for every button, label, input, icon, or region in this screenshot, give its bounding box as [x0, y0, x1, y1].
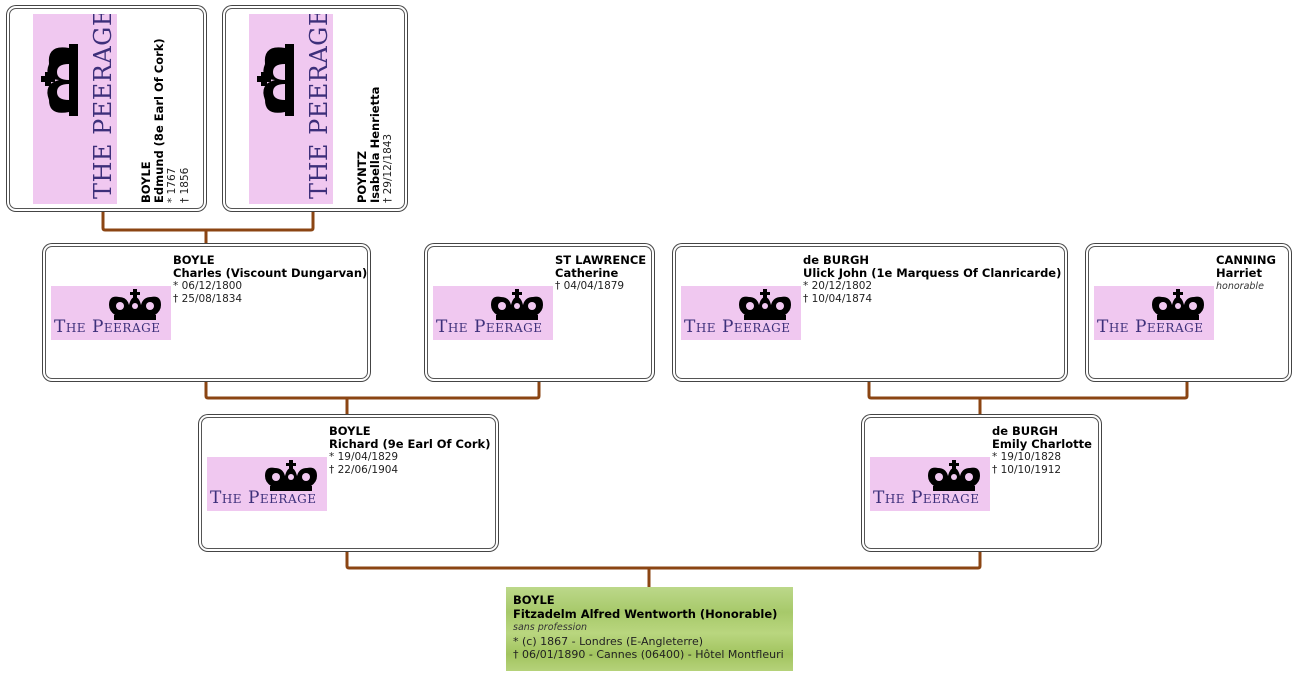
- birth-date: * 20/12/1802: [803, 280, 873, 292]
- person-card-catherine-st-lawrence[interactable]: The Peerage ST LAWRENCE Catherine † 04/0…: [427, 246, 652, 379]
- connector-gen2-right: [867, 379, 1189, 417]
- birth-date: * 06/12/1800: [173, 280, 243, 292]
- connector-gen2-left: [204, 379, 541, 417]
- crown-icon: [257, 44, 294, 116]
- person-card-harriet-canning[interactable]: The Peerage CANNING Harriet honorable: [1088, 246, 1289, 379]
- subject-person-card[interactable]: BOYLE Fitzadelm Alfred Wentworth (Honora…: [506, 587, 793, 671]
- person-info: BOYLE Charles (Viscount Dungarvan) * 06/…: [173, 254, 367, 306]
- peerage-title: The Peerage: [305, 14, 333, 199]
- death-date: † 25/08/1834: [173, 293, 243, 305]
- peerage-logo: The Peerage: [51, 286, 171, 340]
- person-info: de BURGH Emily Charlotte * 19/10/1828 † …: [992, 425, 1092, 477]
- given-name: Isabella Henrietta: [368, 86, 382, 203]
- peerage-logo: The Peerage: [207, 457, 327, 511]
- connector-gen1: [345, 549, 982, 587]
- peerage-logo: The Peerage: [870, 457, 990, 511]
- peerage-logo: The Peerage: [33, 14, 117, 204]
- crown-icon: [739, 289, 791, 320]
- person-card-ulick-de-burgh[interactable]: The Peerage de BURGH Ulick John (1e Marq…: [675, 246, 1065, 379]
- surname: BOYLE: [329, 424, 371, 438]
- person-info: POYNTZ Isabella Henrietta † 29/12/1843: [355, 86, 395, 203]
- surname: de BURGH: [803, 253, 870, 267]
- crown-icon: [928, 460, 980, 491]
- surname: BOYLE: [173, 253, 215, 267]
- birth-date: * 1767: [166, 167, 178, 203]
- peerage-title: The Peerage: [684, 317, 791, 337]
- crown-icon: [41, 44, 78, 116]
- peerage-title: The Peerage: [54, 317, 161, 337]
- title-note: honorable: [1216, 281, 1264, 292]
- peerage-logo: The Peerage: [681, 286, 801, 340]
- connector-gen3: [101, 209, 315, 246]
- surname: BOYLE: [513, 593, 555, 607]
- birth-info: * (c) 1867 - Londres (E-Angleterre): [513, 634, 703, 648]
- death-date: † 04/04/1879: [555, 280, 625, 292]
- birth-date: * 19/04/1829: [329, 451, 399, 463]
- surname: CANNING: [1216, 253, 1276, 267]
- given-name: Ulick John (1e Marquess Of Clanricarde): [803, 266, 1062, 280]
- person-info: de BURGH Ulick John (1e Marquess Of Clan…: [803, 254, 1061, 306]
- surname: de BURGH: [992, 424, 1059, 438]
- person-info: ST LAWRENCE Catherine † 04/04/1879: [555, 254, 646, 293]
- person-card-emily-de-burgh[interactable]: The Peerage de BURGH Emily Charlotte * 1…: [864, 417, 1099, 549]
- death-date: † 10/10/1912: [992, 464, 1062, 476]
- person-card-richard-boyle[interactable]: The Peerage BOYLE Richard (9e Earl Of Co…: [201, 417, 496, 549]
- peerage-title: The Peerage: [436, 317, 543, 337]
- peerage-title: The Peerage: [1097, 317, 1204, 337]
- given-name: Catherine: [555, 266, 619, 280]
- person-info: BOYLE Richard (9e Earl Of Cork) * 19/04/…: [329, 425, 490, 477]
- given-name: Fitzadelm Alfred Wentworth (Honorable): [513, 606, 778, 621]
- death-date: † 22/06/1904: [329, 464, 399, 476]
- crown-icon: [109, 289, 161, 320]
- peerage-title: The Peerage: [89, 14, 117, 199]
- death-info: † 06/01/1890 - Cannes (06400) - Hôtel Mo…: [513, 648, 784, 661]
- peerage-logo: The Peerage: [249, 14, 333, 204]
- crown-icon: [1152, 289, 1204, 320]
- peerage-title: The Peerage: [873, 488, 980, 508]
- given-name: Charles (Viscount Dungarvan): [173, 266, 368, 280]
- death-date: † 10/04/1874: [803, 293, 873, 305]
- given-name: Edmund (8e Earl Of Cork): [152, 38, 166, 203]
- peerage-logo: The Peerage: [433, 286, 553, 340]
- crown-icon: [491, 289, 543, 320]
- person-info: BOYLE Edmund (8e Earl Of Cork) * 1767 † …: [139, 38, 192, 203]
- occupation: sans profession: [513, 622, 588, 633]
- peerage-title: The Peerage: [210, 488, 317, 508]
- person-card-charles-boyle[interactable]: The Peerage BOYLE Charles (Viscount Dung…: [45, 246, 368, 379]
- peerage-logo: The Peerage: [1094, 286, 1214, 340]
- given-name: Emily Charlotte: [992, 437, 1092, 451]
- given-name: Harriet: [1216, 266, 1262, 280]
- person-info: CANNING Harriet honorable: [1216, 254, 1276, 293]
- death-date: † 29/12/1843: [382, 133, 394, 203]
- birth-date: * 19/10/1828: [992, 451, 1062, 463]
- person-card-edmund-boyle[interactable]: The Peerage BOYLE Edmund (8e Earl Of Cor…: [9, 8, 204, 209]
- crown-icon: [265, 460, 317, 491]
- surname: ST LAWRENCE: [555, 253, 647, 267]
- person-info: BOYLE Fitzadelm Alfred Wentworth (Honora…: [513, 593, 784, 662]
- given-name: Richard (9e Earl Of Cork): [329, 437, 491, 451]
- death-date: † 1856: [179, 167, 191, 203]
- person-card-isabella-poyntz[interactable]: The Peerage POYNTZ Isabella Henrietta † …: [225, 8, 405, 209]
